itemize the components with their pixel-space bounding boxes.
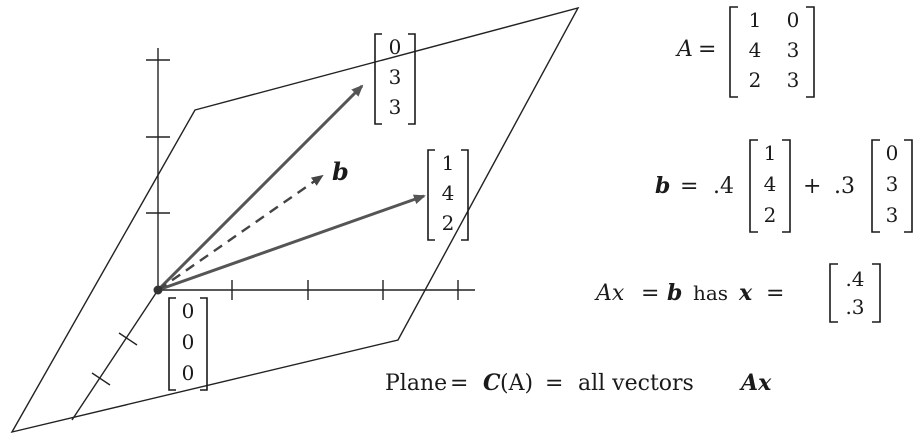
svg-text:Ax: Ax [739,370,772,396]
svg-text:0: 0 [182,330,195,354]
svg-text:.4: .4 [713,174,734,199]
svg-text:=: = [680,174,698,199]
plane-caption: Plane = C (A) = all vectors Ax [385,370,772,396]
svg-text:.3: .3 [834,174,855,199]
svg-text:1: 1 [749,8,762,32]
svg-text:=: = [766,281,784,306]
svg-text:Ax: Ax [594,281,625,306]
svg-text:0: 0 [182,361,195,385]
b-vector-label: b [332,157,349,186]
vector-000-label: 0 0 0 [168,297,208,391]
svg-text:x: x [738,280,753,306]
svg-text:3: 3 [389,65,402,89]
origin-point [153,285,163,295]
svg-text:=: = [450,371,468,396]
vector-142-label: 1 4 2 [427,149,469,241]
y-tick [118,332,138,346]
svg-text:0: 0 [182,299,195,323]
svg-text:1: 1 [442,151,455,175]
svg-text:b: b [667,280,682,306]
plane-parallelogram [10,6,580,434]
svg-text:3: 3 [886,172,899,196]
svg-text:0: 0 [886,141,899,165]
svg-text:3: 3 [787,68,800,92]
vector-142 [157,194,426,292]
svg-text:2: 2 [764,203,777,227]
svg-text:3: 3 [787,38,800,62]
svg-text:.4: .4 [845,267,864,291]
svg-text:2: 2 [442,211,455,235]
y-tick [91,372,111,386]
svg-text:C: C [483,370,501,396]
svg-text:4: 4 [749,38,762,62]
svg-text:4: 4 [442,181,455,205]
svg-text:0: 0 [389,35,402,59]
vector-b-dashed [157,174,324,291]
svg-text:3: 3 [886,203,899,227]
svg-text:=: = [641,281,659,306]
vector-033-label: 0 3 3 [374,33,416,125]
svg-text:Plane: Plane [385,371,447,396]
svg-text:1: 1 [764,141,777,165]
svg-text:4: 4 [764,172,777,196]
svg-text:+: + [803,174,821,199]
vector-034 [156,84,364,292]
b-combination-equation: b = .4 1 4 2 + .3 0 3 3 [655,139,913,233]
y-axis [71,289,159,421]
svg-text:has: has [693,281,728,305]
svg-text:=: = [698,37,716,62]
svg-text:A: A [675,37,693,62]
svg-text:(A): (A) [500,371,533,396]
svg-text:2: 2 [749,68,762,92]
svg-text:all vectors: all vectors [578,371,694,396]
matrix-A-definition: A = 1 0 4 3 2 3 [675,6,815,98]
solution-statement: Ax = b has x = .4 .3 [594,263,881,323]
svg-text:3: 3 [389,95,402,119]
svg-text:=: = [545,371,563,396]
svg-text:.3: .3 [845,295,864,319]
svg-text:0: 0 [787,8,800,32]
svg-text:b: b [655,173,670,199]
